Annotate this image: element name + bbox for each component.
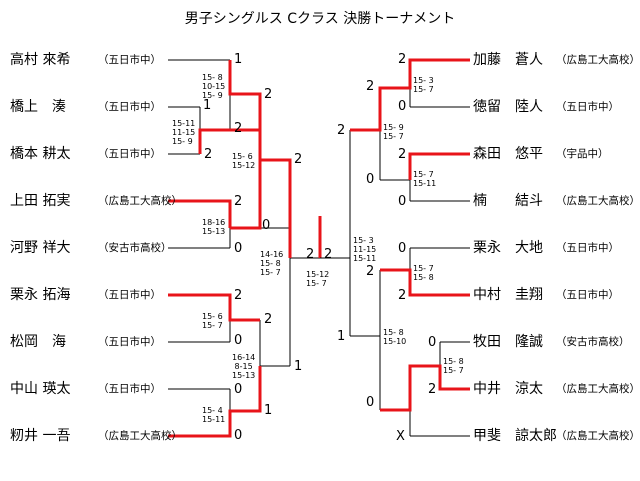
result-number: 2: [366, 264, 375, 279]
result-number: 0: [428, 335, 437, 350]
result-number: 0: [234, 428, 243, 443]
player-name: 加藤 蒼人: [473, 52, 543, 68]
player-name: 中村 圭翔: [473, 287, 543, 303]
player-name: 河野 祥大: [10, 240, 71, 256]
match-score: 15- 6 15- 7: [202, 312, 223, 330]
player-team: （五日市中）: [98, 289, 161, 301]
player-name: 栗永 大地: [473, 240, 543, 256]
player-name: 徳留 陸人: [473, 99, 543, 115]
left-bracket-lines: [168, 59, 320, 411]
right-winner-lines: [350, 58, 470, 412]
player-name: 籾井 一吾: [10, 428, 71, 444]
result-number: 2: [234, 121, 243, 136]
result-number: 0: [262, 218, 271, 233]
match-score: 14-16 15- 8 15- 7: [260, 250, 284, 277]
player-name: 高村 來希: [10, 52, 71, 68]
player-team: （五日市中）: [98, 101, 161, 113]
result-number: 2: [294, 152, 303, 167]
result-number: 2: [398, 147, 407, 162]
result-number: 2: [264, 312, 273, 327]
result-number: 0: [234, 333, 243, 348]
result-number: 0: [234, 382, 243, 397]
result-number: 2: [234, 194, 243, 209]
player-team: （五日市中）: [556, 101, 619, 113]
player-team: （広島工大高校）: [556, 195, 640, 207]
player-team: （五日市中）: [98, 336, 161, 348]
result-number: 2: [324, 247, 333, 262]
result-number: 0: [366, 172, 375, 187]
player-team: （五日市中）: [556, 242, 619, 254]
player-team: （広島工大高校）: [98, 430, 182, 442]
player-team: （五日市中）: [98, 54, 161, 66]
page-title: 男子シングルス Cクラス 決勝トーナメント: [184, 11, 456, 27]
player-name: 森田 悠平: [473, 146, 543, 162]
right-bracket-lines: [320, 88, 470, 437]
result-number: 2: [337, 123, 346, 138]
match-score: 15- 3 11-15 15-11: [353, 236, 377, 263]
match-score: 15-12 15- 7: [306, 270, 330, 288]
result-number: 2: [234, 288, 243, 303]
player-name: 牧田 隆誠: [473, 334, 543, 350]
result-number: 2: [204, 147, 213, 162]
match-score: 15- 7 15- 8: [413, 264, 434, 282]
result-number: 2: [264, 87, 273, 102]
result-number: 0: [398, 194, 407, 209]
player-team: （安古市高校）: [556, 336, 630, 348]
match-score: 15- 6 15-12: [232, 152, 256, 170]
player-name: 橋本 耕太: [10, 146, 71, 162]
result-number: 0: [398, 99, 407, 114]
player-name: 甲斐 諒太郎: [473, 428, 557, 444]
result-number: 1: [294, 359, 303, 374]
match-score: 15- 8 15- 7: [443, 357, 464, 375]
result-number: 0: [366, 395, 375, 410]
player-name: 橋上 湊: [10, 99, 66, 115]
player-team: （五日市中）: [98, 148, 161, 160]
result-number: 0: [234, 241, 243, 256]
player-name: 松岡 海: [10, 334, 66, 350]
player-team: （広島工大高校）: [556, 54, 640, 66]
player-team: （広島工大高校）: [98, 195, 182, 207]
result-number: 2: [366, 79, 375, 94]
match-score: 15- 8 10-15 15- 9: [202, 73, 226, 100]
match-score: 15- 8 15-10: [383, 328, 407, 346]
player-team: （五日市中）: [98, 383, 161, 395]
player-name: 中井 涼太: [473, 381, 543, 397]
match-score: 18-16 15-13: [202, 218, 226, 236]
player-team: （五日市中）: [556, 289, 619, 301]
result-number: 1: [264, 403, 273, 418]
result-number: X: [396, 429, 405, 444]
player-team: （安古市高校）: [98, 242, 172, 254]
result-number: 1: [234, 52, 243, 67]
player-name: 楠 結斗: [473, 193, 543, 209]
match-score: 15- 9 15- 7: [383, 123, 404, 141]
result-number: 2: [398, 288, 407, 303]
match-score: 15- 7 15-11: [413, 170, 437, 188]
player-name: 栗永 拓海: [10, 287, 71, 303]
player-team: （広島工大高校）: [556, 383, 640, 395]
left-winner-lines: [168, 60, 322, 438]
player-team: （広島工大高校）: [556, 430, 640, 442]
match-score: 15- 3 15- 7: [413, 76, 434, 94]
result-number: 2: [398, 52, 407, 67]
player-team: （宇品中）: [556, 148, 609, 160]
result-number: 2: [306, 247, 315, 262]
result-number: 2: [428, 382, 437, 397]
match-score: 16-14 8-15 15-13: [232, 353, 256, 380]
result-number: 0: [398, 241, 407, 256]
result-number: 1: [337, 329, 346, 344]
result-number: 1: [203, 98, 212, 113]
match-score: 15- 4 15-11: [202, 406, 226, 424]
match-score: 15-11 11-15 15- 9: [172, 119, 196, 146]
player-name: 上田 拓実: [10, 193, 71, 209]
player-name: 中山 瑛太: [10, 381, 71, 397]
